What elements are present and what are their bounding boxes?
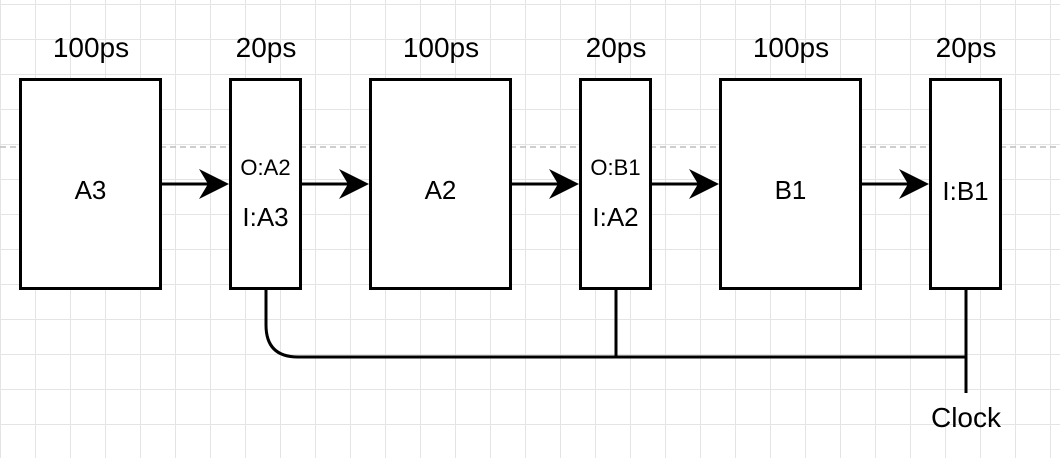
logic-block-b1 (719, 78, 862, 290)
register-2-in-label: I:A2 (592, 202, 639, 232)
register-2-out-label: O:B1 (590, 155, 641, 180)
delay-label-reg3: 20ps (935, 32, 997, 63)
delay-label-b1: 100ps (752, 32, 830, 63)
block-label-b1: B1 (774, 175, 807, 205)
delay-label-a2: 100ps (402, 32, 480, 63)
register-1-in-label: I:A3 (242, 202, 289, 232)
delay-label-a3: 100ps (52, 32, 130, 63)
register-2 (579, 78, 652, 290)
logic-block-a2 (369, 78, 512, 290)
clock-wire-reg1 (264, 290, 966, 359)
register-1-out-label: O:A2 (240, 155, 291, 180)
logic-block-a3 (19, 78, 162, 290)
block-label-a3: A3 (74, 175, 107, 205)
clock-label: Clock (930, 402, 1001, 433)
delay-label-reg1: 20ps (235, 32, 297, 63)
delay-label-reg2: 20ps (585, 32, 647, 63)
register-3 (929, 78, 1002, 290)
block-label-a2: A2 (424, 175, 457, 205)
register-1 (229, 78, 302, 290)
register-3-in-label: I:B1 (942, 176, 989, 206)
